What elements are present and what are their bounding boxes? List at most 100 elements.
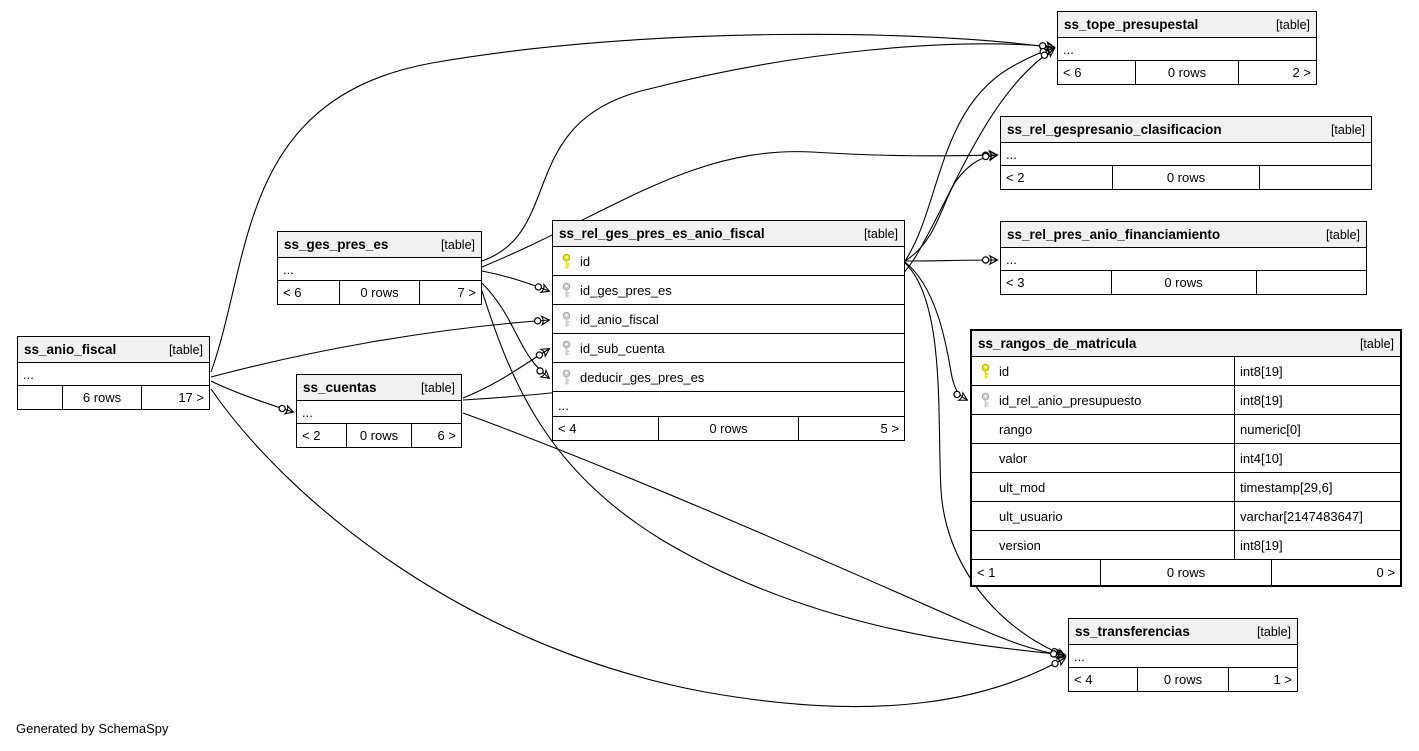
gray-key-icon (979, 392, 992, 409)
collapsed-columns-row: ... (1069, 645, 1297, 668)
table-type-label: [table] (863, 226, 898, 241)
column-name: ult_mod (999, 479, 1046, 495)
table-ss_tope_presupestal[interactable]: ss_tope_presupestal [table] ... < 6 0 ro… (1057, 11, 1317, 85)
relationship-line (462, 412, 1067, 660)
column-name: id_ges_pres_es (580, 282, 672, 298)
column-type: int4[10] (1234, 444, 1400, 472)
column-name: id (580, 253, 591, 269)
relationship-line (904, 150, 999, 262)
column-name: valor (999, 450, 1028, 466)
table-name[interactable]: ss_ges_pres_es (284, 237, 389, 252)
row-count: 0 rows (1110, 271, 1257, 294)
gray-key-icon (560, 340, 573, 357)
table-ss_transferencias[interactable]: ss_transferencias [table] ... < 4 0 rows… (1068, 618, 1298, 692)
table-ss_rel_pres_anio_financiamiento[interactable]: ss_rel_pres_anio_financiamiento [table] … (1000, 221, 1367, 295)
collapsed-columns-row: ... (1001, 143, 1371, 166)
table-type-label: [table] (168, 342, 203, 357)
table-header: ss_tope_presupestal [table] (1058, 12, 1316, 38)
relationship-line (210, 380, 295, 415)
row-count: 0 rows (1100, 560, 1272, 585)
table-name[interactable]: ss_rel_ges_pres_es_anio_fiscal (559, 226, 765, 241)
relationship-line (904, 254, 999, 266)
relationship-line (210, 33, 1056, 373)
children-count: 7 > (457, 285, 476, 300)
generated-by-note: Generated by SchemaSpy (16, 721, 169, 736)
table-name[interactable]: ss_rel_pres_anio_financiamiento (1007, 227, 1221, 242)
column-row: id_anio_fiscal (553, 305, 904, 334)
table-ss_anio_fiscal[interactable]: ss_anio_fiscal [table] ... 6 rows 17 > (17, 336, 210, 410)
column-type: timestamp[29,6] (1234, 473, 1400, 501)
column-row: ult_usuario varchar[2147483647] (972, 502, 1400, 531)
table-ss_rangos_de_matricula[interactable]: ss_rangos_de_matricula [table] id int8[1… (970, 329, 1402, 587)
children-count: 1 > (1273, 672, 1292, 687)
table-stats-row: < 4 0 rows 1 > (1069, 668, 1297, 691)
table-name[interactable]: ss_anio_fiscal (24, 342, 117, 357)
table-header: ss_rel_ges_pres_es_anio_fiscal [table] (553, 221, 904, 247)
column-type: int8[19] (1234, 531, 1400, 559)
children-count: 0 > (1376, 565, 1395, 580)
parents-count: < 3 (1006, 275, 1025, 290)
table-stats-row: < 6 0 rows 2 > (1058, 61, 1316, 84)
table-ss_cuentas[interactable]: ss_cuentas [table] ... < 2 0 rows 6 > (296, 374, 462, 448)
table-stats-row: < 6 0 rows 7 > (278, 281, 481, 304)
table-type-label: [table] (1275, 17, 1310, 32)
column-row: id_ges_pres_es (553, 276, 904, 305)
table-ss_rel_ges_pres_es_anio_fiscal[interactable]: ss_rel_ges_pres_es_anio_fiscal [table] i… (552, 220, 905, 441)
table-name[interactable]: ss_tope_presupestal (1064, 17, 1199, 32)
table-header: ss_rel_pres_anio_financiamiento [table] (1001, 222, 1366, 248)
parents-count: < 2 (1006, 170, 1025, 185)
table-ss_rel_gespresanio_clasificacion[interactable]: ss_rel_gespresanio_clasificacion [table]… (1000, 116, 1372, 190)
column-name: id_anio_fiscal (580, 311, 659, 327)
collapsed-columns-row: ... (297, 401, 461, 424)
table-name[interactable]: ss_transferencias (1075, 624, 1190, 639)
table-type-label: [table] (1256, 624, 1291, 639)
children-count: 2 > (1292, 65, 1311, 80)
parents-count: < 1 (977, 565, 996, 580)
table-ss_ges_pres_es[interactable]: ss_ges_pres_es [table] ... < 6 0 rows 7 … (277, 231, 482, 305)
column-type: varchar[2147483647] (1234, 502, 1400, 530)
table-name[interactable]: ss_rangos_de_matricula (978, 336, 1137, 351)
children-count: 17 > (178, 390, 204, 405)
relationship-line (904, 262, 1067, 658)
table-type-label: [table] (1330, 122, 1365, 137)
column-row: id int8[19] (972, 357, 1400, 386)
row-count: 0 rows (346, 424, 412, 447)
parents-count: < 6 (1063, 65, 1082, 80)
ellipsis-text: ... (302, 405, 313, 420)
relationship-line (210, 388, 1067, 708)
table-name[interactable]: ss_cuentas (303, 380, 377, 395)
column-row: version int8[19] (972, 531, 1400, 560)
row-count: 0 rows (338, 281, 421, 304)
yellow-key-icon (560, 253, 573, 270)
column-type: int8[19] (1234, 386, 1400, 414)
column-row: ult_mod timestamp[29,6] (972, 473, 1400, 502)
column-name: id_sub_cuenta (580, 340, 665, 356)
column-row: rango numeric[0] (972, 415, 1400, 444)
table-stats-row: 6 rows 17 > (18, 386, 209, 409)
table-stats-row: < 3 0 rows (1001, 271, 1366, 294)
table-stats-row: < 2 0 rows (1001, 166, 1371, 189)
relationship-line (904, 45, 1056, 262)
gray-key-icon (560, 282, 573, 299)
relationship-line (481, 40, 1056, 262)
children-count: 5 > (880, 421, 899, 436)
relationship-line (210, 315, 551, 378)
column-type: numeric[0] (1234, 415, 1400, 443)
table-type-label: [table] (440, 237, 475, 252)
ellipsis-text: ... (1074, 649, 1085, 664)
column-name: id_rel_anio_presupuesto (999, 392, 1142, 408)
table-type-label: [table] (420, 380, 455, 395)
row-count: 0 rows (1137, 668, 1229, 691)
relationship-line (481, 282, 551, 380)
row-count: 6 rows (61, 386, 143, 409)
table-stats-row: < 1 0 rows 0 > (972, 560, 1400, 585)
row-count: 0 rows (1135, 61, 1239, 84)
column-name: deducir_ges_pres_es (580, 369, 705, 385)
column-row: id_sub_cuenta (553, 334, 904, 363)
table-header: ss_anio_fiscal [table] (18, 337, 209, 363)
column-name: ult_usuario (999, 508, 1063, 524)
column-name: rango (999, 421, 1033, 437)
table-name[interactable]: ss_rel_gespresanio_clasificacion (1007, 122, 1222, 137)
